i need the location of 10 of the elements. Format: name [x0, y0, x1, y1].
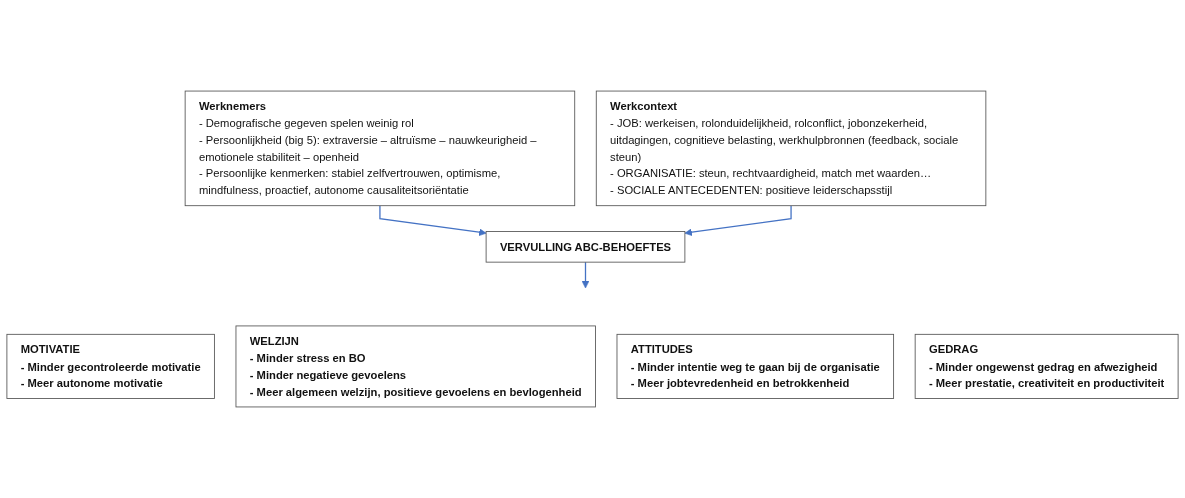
- node-box: GEDRAG - Minder ongewenst gedrag en afwezigheid - Meer prestatie, creativiteit en productiviteit: [914, 333, 1179, 399]
- node-box: WELZIJN - Minder stress en BO - Minder negatieve gevoelens - Meer algemeen welzijn, positieve gevoelens en bevlogenheid: [235, 325, 596, 408]
- node-box: Werkcontext - JOB: werkeisen, rolonduidelijkheid, rolconflict, jobonzekerheid, uitdagingen, cognitieve belasting, werkhulpbronnen (feedback, sociale steun) - ORGANISATIE: steun, rechtvaardigheid, match met waarden… - SOCIALE ANTECEDENTEN: positieve leiderschapsstijl: [595, 90, 987, 207]
- arrow: [581, 261, 590, 289]
- node-box: Werknemers - Demografische gegeven spelen weinig rol - Persoonlijkheid (big 5): extraversie – altruïsme – nauwkeurigheid – emotionele stabiliteit – openheid - Persoonlijke kenmerken: stabiel zelfvertrouwen, optimisme, mindfulness, proactief, autonome causaliteitsoriëntatie: [184, 90, 576, 207]
- node-box: MOTIVATIE - Minder gecontroleerde motivatie - Meer autonome motivatie: [6, 333, 215, 399]
- arrow: [379, 205, 487, 236]
- node-box: VERVULLING ABC-BEHOEFTES: [485, 231, 686, 263]
- arrow: [684, 205, 792, 236]
- node-box: ATTITUDES - Minder intentie weg te gaan bij de organisatie - Meer jobtevredenheid en betrokkenheid: [616, 333, 895, 399]
